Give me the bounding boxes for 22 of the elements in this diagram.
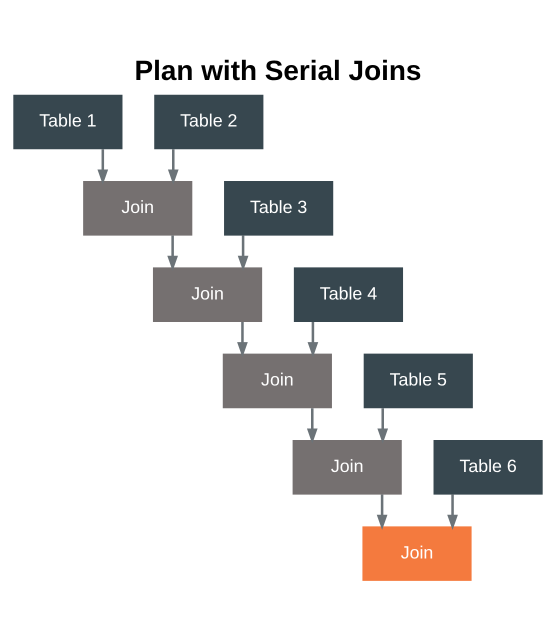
- node-box: Join: [292, 440, 402, 495]
- arrow: [308, 322, 318, 358]
- node-box: Join: [362, 526, 472, 581]
- arrow: [168, 149, 179, 185]
- node-box: Table 3: [224, 181, 334, 236]
- node-box: Join: [83, 181, 192, 236]
- arrow: [376, 494, 388, 530]
- arrow: [238, 236, 248, 272]
- arrow: [306, 408, 318, 444]
- arrow: [237, 322, 248, 358]
- node-box: Table 6: [434, 440, 543, 495]
- arrow: [447, 494, 458, 530]
- node-box: Table 1: [13, 94, 122, 150]
- node-box: Table 2: [154, 94, 264, 150]
- node-box: Table 5: [364, 354, 473, 408]
- arrow: [167, 236, 178, 272]
- node-box: Join: [222, 354, 332, 408]
- arrow: [97, 149, 108, 185]
- arrow: [377, 408, 388, 444]
- node-box: Join: [152, 267, 262, 322]
- node-box: Table 4: [294, 267, 404, 322]
- diagram-title: Plan with Serial Joins: [134, 55, 422, 86]
